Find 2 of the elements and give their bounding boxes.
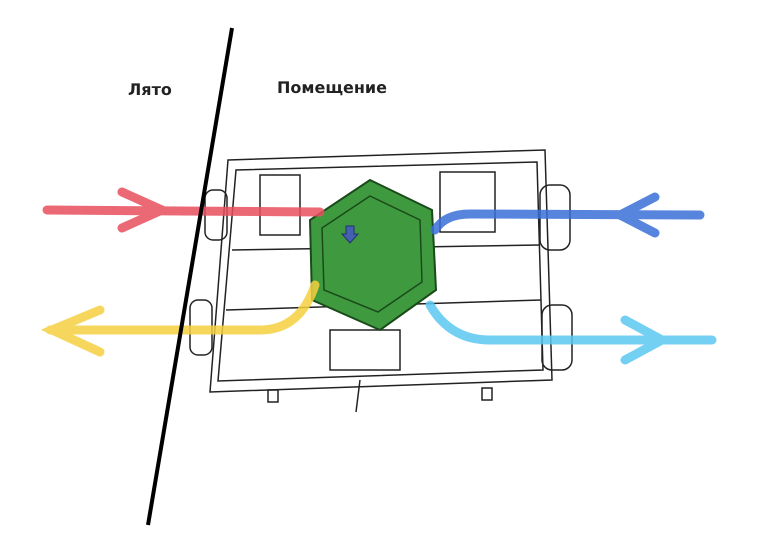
area-label: Лято — [128, 80, 172, 99]
area-label: Помещение — [277, 78, 387, 97]
